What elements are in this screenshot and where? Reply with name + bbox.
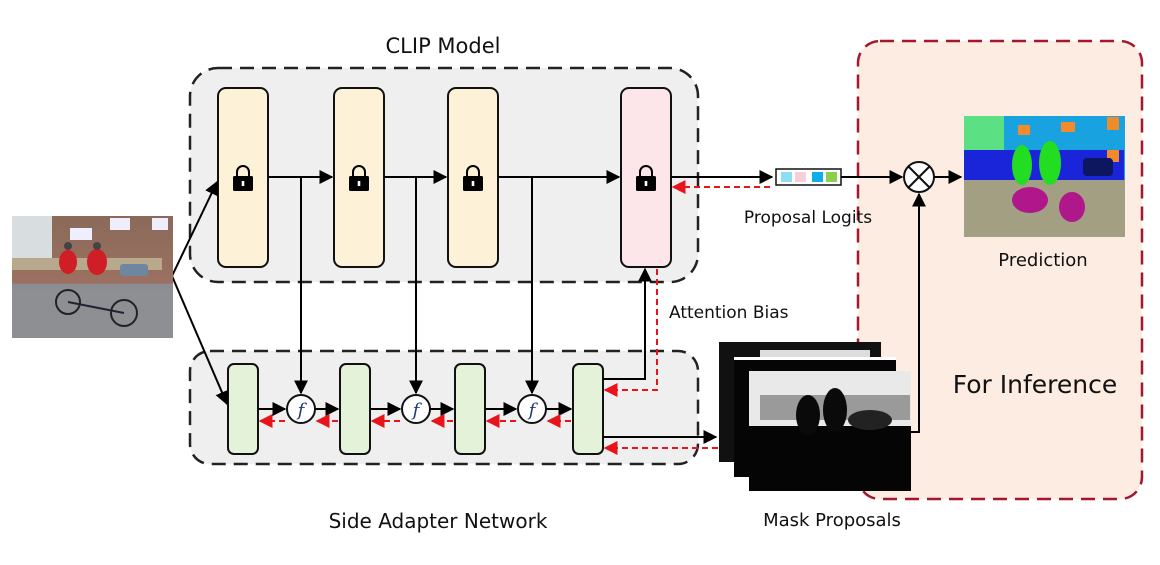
- attention-bias-gradient-arrow: [603, 269, 658, 397]
- lock-icon: [233, 165, 253, 191]
- input-image: [12, 216, 173, 338]
- clip-model-title: CLIP Model: [386, 34, 501, 58]
- mask-proposals-label: Mask Proposals: [763, 510, 901, 531]
- lock-icon: [636, 165, 656, 191]
- lock-icon: [463, 165, 483, 191]
- attention-bias-arrow: [603, 267, 652, 380]
- prediction-image: [964, 116, 1125, 237]
- mask-to-multiply-arrow: [911, 192, 926, 433]
- input-to-clip-arrow: [171, 180, 218, 277]
- side-block-4: [572, 363, 604, 455]
- mask-proposals-stack: [719, 342, 911, 491]
- side-block-3: [454, 363, 486, 455]
- lock-icon: [349, 165, 369, 191]
- attention-bias-label: Attention Bias: [669, 303, 789, 323]
- inference-label: For Inference: [953, 370, 1118, 399]
- fusion-node-3: f: [517, 394, 547, 424]
- fusion-node-1: f: [286, 394, 316, 424]
- proposal-logits-label: Proposal Logits: [744, 208, 872, 228]
- input-to-side-arrow: [171, 275, 229, 406]
- side-adapter-group: [188, 349, 700, 466]
- fusion-node-2: f: [401, 394, 431, 424]
- multiply-icon: [903, 161, 935, 193]
- side-block-1: [227, 363, 259, 455]
- prediction-label: Prediction: [998, 250, 1087, 271]
- side-block-2: [339, 363, 371, 455]
- proposal-logits-vector: [775, 168, 842, 186]
- side-adapter-label: Side Adapter Network: [329, 509, 548, 533]
